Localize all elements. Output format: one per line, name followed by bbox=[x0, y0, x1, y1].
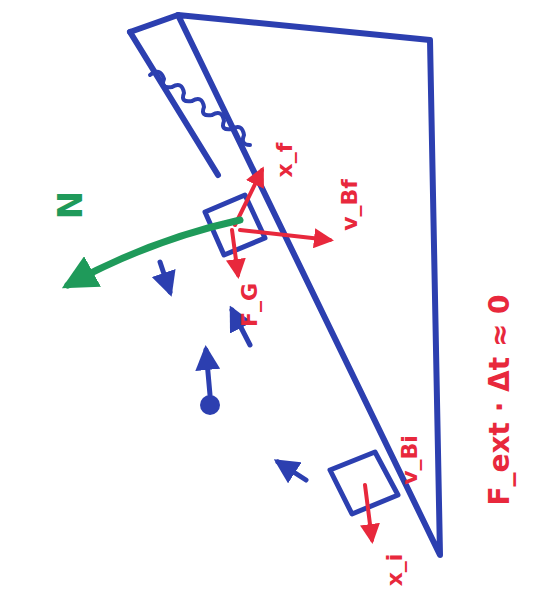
motion-arrow bbox=[160, 262, 170, 292]
incline-triangle bbox=[178, 15, 440, 555]
impulse-note: F_ext · Δt ≈ 0 bbox=[486, 294, 514, 505]
force-label: F_G bbox=[239, 283, 261, 327]
position-label: x_f bbox=[274, 143, 296, 178]
normal-force-arrow bbox=[68, 220, 240, 285]
incline-top bbox=[130, 15, 178, 32]
force-arrow bbox=[240, 230, 330, 240]
block-bottom bbox=[330, 452, 398, 514]
force-label: N bbox=[53, 191, 87, 219]
velocity-arrow bbox=[365, 485, 372, 540]
spring bbox=[150, 72, 250, 145]
ball bbox=[200, 395, 220, 415]
velocity-label: v_Bf bbox=[339, 179, 361, 231]
motion-arrow bbox=[278, 462, 306, 480]
motion-arrow bbox=[206, 350, 210, 395]
velocity-label: v_Bi bbox=[399, 435, 421, 485]
position-label: x_i bbox=[384, 554, 406, 587]
force-arrow bbox=[232, 230, 238, 275]
